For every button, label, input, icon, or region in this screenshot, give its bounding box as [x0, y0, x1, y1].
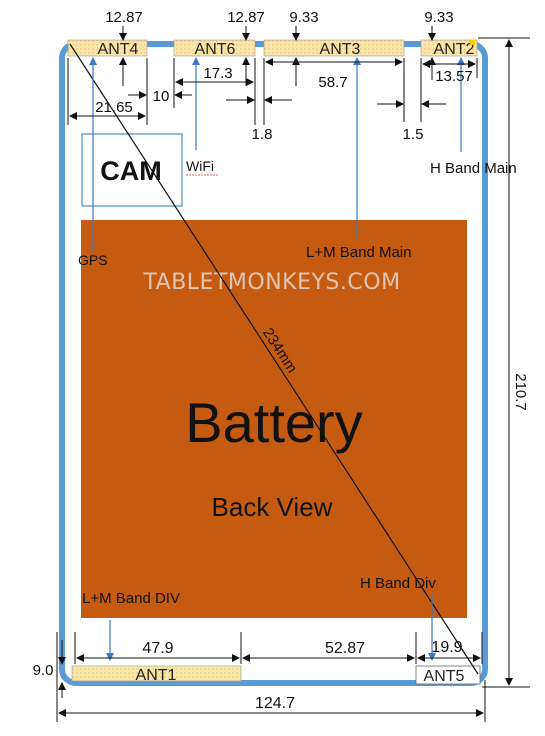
ant2-box [420, 39, 478, 57]
lm-band-main-label: L+M Band Main [306, 244, 411, 261]
ant5-label: ANT5 [424, 668, 465, 685]
ant5-box [415, 665, 481, 685]
height-dimension [478, 37, 530, 688]
dim-ant5-offset: 19.9 [431, 639, 462, 656]
dim-ant6-offset: 17.3 [203, 65, 232, 82]
bottom-dimension-group [56, 632, 486, 722]
ant2-label: ANT2 [434, 41, 475, 58]
top-dimension-group [67, 26, 478, 125]
dim-bottom-offset: 9.0 [33, 662, 54, 679]
ant3-label: ANT3 [320, 41, 361, 58]
dim-ant2-offset: 13.57 [435, 68, 473, 85]
ant6-box [173, 39, 256, 57]
ant4-box [67, 39, 148, 57]
ant1-label: ANT1 [136, 667, 177, 684]
lm-band-div-label: L+M Band DIV [82, 590, 180, 607]
diagonal-line [69, 43, 479, 675]
dim-ant3-width: 9.33 [289, 9, 318, 26]
camera-box [81, 133, 183, 207]
battery-label: Battery [185, 391, 362, 454]
dim-gap-1-8: 1.8 [252, 126, 273, 143]
watermark: TABLETMONKEYS.COM [142, 270, 400, 295]
dim-total-width: 124.7 [255, 695, 295, 712]
dim-ant4-offset: 21.65 [95, 99, 133, 116]
dim-ant1-offset: 47.9 [142, 640, 173, 657]
dim-total-height: 210.7 [512, 373, 529, 411]
dim-ant2-width: 9.33 [424, 9, 453, 26]
camera-label: CAM [100, 156, 162, 186]
dim-gap-10: 10 [153, 88, 170, 105]
ant1-box [71, 665, 242, 682]
h-band-main-label: H Band Main [430, 160, 517, 177]
corner-marker [470, 40, 475, 45]
ant6-label: ANT6 [195, 41, 236, 58]
gps-label: GPS [78, 252, 108, 268]
dim-ant4-width: 12.87 [105, 9, 143, 26]
wifi-label: WiFi [186, 158, 214, 174]
ant3-box [263, 39, 405, 57]
battery-block [81, 220, 467, 618]
dim-middle-gap: 52.87 [325, 640, 365, 657]
h-band-div-label: H Band Div [360, 575, 436, 592]
back-view-label: Back View [212, 492, 333, 522]
dim-gap-1-5: 1.5 [403, 126, 424, 143]
dim-ant6-width: 12.87 [227, 9, 265, 26]
dim-ant3-offset: 58.7 [318, 74, 347, 91]
ant4-label: ANT4 [98, 41, 139, 58]
